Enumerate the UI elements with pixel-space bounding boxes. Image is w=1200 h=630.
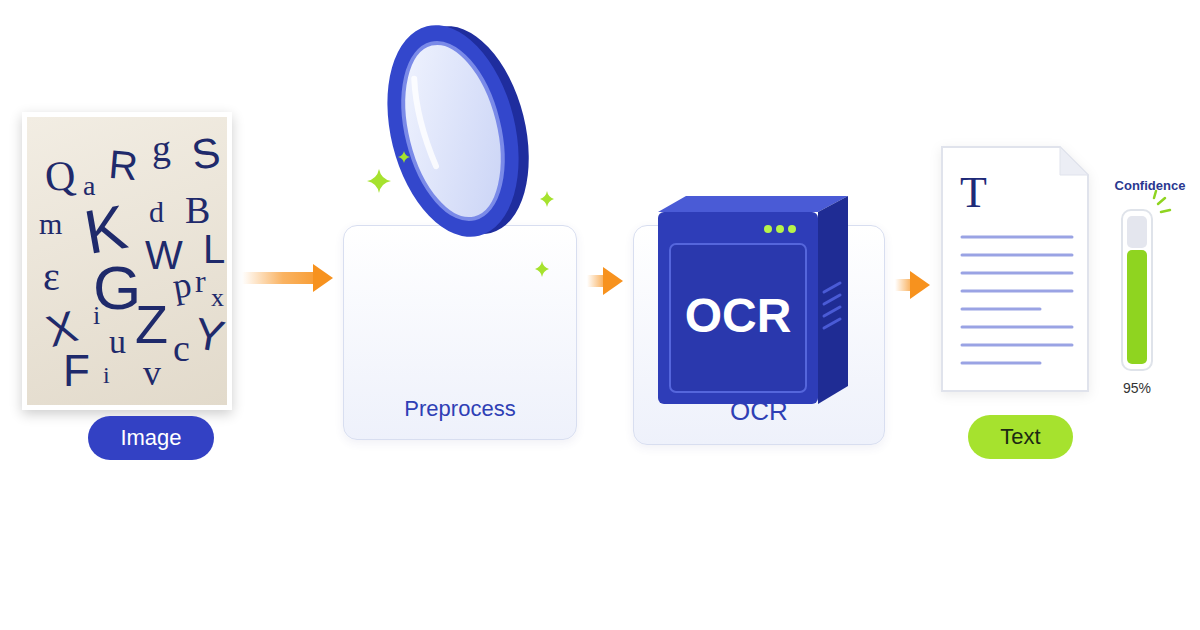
- photo-letter: G: [93, 257, 141, 319]
- photo-letter: g: [152, 129, 171, 167]
- photo-letter: i: [93, 303, 100, 329]
- photo-card: QaRgSmKdBWLɛGprxXiZYFuivc: [22, 112, 232, 410]
- photo-letter: Q: [43, 154, 77, 198]
- process-box: Preprocess: [343, 225, 577, 440]
- flow-arrow: [895, 271, 930, 299]
- engine-label: OCR: [670, 292, 806, 340]
- pill-label: Text: [968, 415, 1073, 459]
- pill-text: Image: [120, 427, 181, 449]
- photo-letter: x: [211, 285, 224, 311]
- photo-letter: u: [109, 325, 126, 359]
- process-box: OCROCR: [633, 225, 885, 445]
- photo-letter: L: [203, 229, 225, 269]
- photo-letter: c: [173, 329, 190, 367]
- photo-letter: Y: [191, 311, 228, 359]
- photo-letter: r: [195, 265, 206, 297]
- photo-letter: d: [149, 197, 164, 227]
- photo-letter: ɛ: [43, 257, 60, 297]
- photo-letter: S: [189, 131, 223, 176]
- flow-arrow: [242, 264, 333, 292]
- image-node: QaRgSmKdBWLɛGprxXiZYFuivcImage: [22, 112, 232, 467]
- photo-letter: p: [170, 266, 194, 305]
- meter-title: Confidence: [1090, 178, 1200, 193]
- photo-letter: i: [103, 363, 110, 387]
- text-output-node: T Text: [940, 145, 1090, 463]
- confidence-meter: [1122, 191, 1170, 370]
- photo-letter: K: [80, 196, 131, 264]
- photo-letter: m: [39, 209, 62, 239]
- pill-label: Image: [88, 416, 214, 460]
- photo-letter: B: [185, 191, 210, 229]
- photo-letter: R: [107, 144, 139, 186]
- process-label: Preprocess: [344, 397, 576, 421]
- meter-value: 95%: [1077, 380, 1197, 396]
- document-initial: T: [960, 171, 987, 215]
- photo-letter: F: [63, 349, 90, 393]
- lens-illustration: [344, 11, 556, 281]
- photo-letter: X: [42, 304, 82, 354]
- ocr-engine-box: OCR: [656, 196, 851, 406]
- pill-text: Text: [1000, 426, 1040, 448]
- photo-letter: Z: [135, 297, 168, 351]
- flow-arrow: [587, 267, 623, 295]
- photo-letter: a: [83, 172, 95, 200]
- photo-letter: v: [143, 355, 161, 391]
